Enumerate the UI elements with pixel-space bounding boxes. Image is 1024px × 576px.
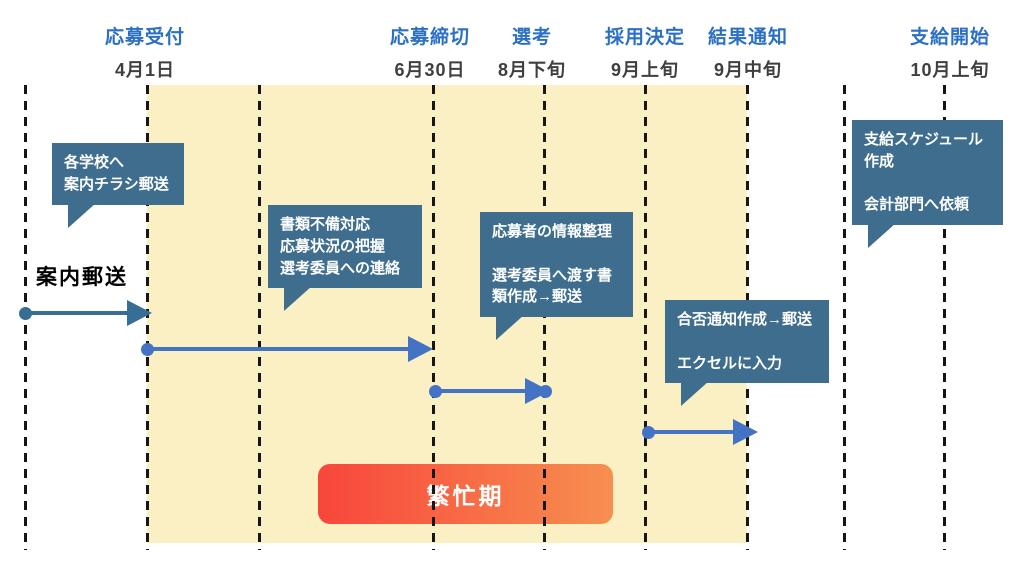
milestone-screening: 選考 8月下旬 <box>498 22 566 82</box>
arrow-head-icon <box>127 300 152 326</box>
busy-period-label: 繁忙期 <box>426 483 505 509</box>
milestone-date: 9月中旬 <box>713 60 783 80</box>
arrow-shaft <box>648 430 733 434</box>
timeline-line-late-sep <box>843 85 846 550</box>
callout-payment-schedule: 支給スケジュール 作成 会計部門へ依頼 <box>852 120 1003 248</box>
callout-applicant-info: 応募者の情報整理 選考委員へ渡す書 類作成→郵送 <box>480 212 633 340</box>
timeline-line-mid-spring <box>258 85 261 550</box>
arrow-shaft <box>435 389 525 393</box>
timeline-line-jun30 <box>432 85 435 550</box>
timeline-line-late-aug <box>543 85 546 550</box>
milestone-date: 6月30日 <box>394 60 466 80</box>
arrow-head-icon <box>408 336 433 362</box>
milestone-application-deadline: 応募締切 6月30日 <box>390 22 470 82</box>
milestone-date: 4月1日 <box>114 60 176 80</box>
callout-text: 合否通知作成→郵送 エクセルに入力 <box>677 311 813 372</box>
arrow-shaft <box>147 347 408 351</box>
milestone-label: 支給開始 <box>909 27 991 48</box>
milestone-payment-start: 支給開始 10月上旬 <box>910 22 990 82</box>
speech-tail-icon <box>68 202 96 228</box>
row-label-guide-mailing: 案内郵送 <box>36 266 128 289</box>
callout-application-handling: 書類不備対応 応募状況の把握 選考委員への連絡 <box>268 205 422 312</box>
milestone-hiring-decision: 採用決定 9月上旬 <box>605 22 685 82</box>
milestone-label: 応募締切 <box>389 27 471 48</box>
speech-tail-icon <box>496 315 524 340</box>
milestone-label: 応募受付 <box>104 27 186 48</box>
busy-period-badge: 繁忙期 <box>318 464 613 524</box>
milestone-application-open: 応募受付 4月1日 <box>105 22 185 82</box>
milestone-label: 結果通知 <box>707 27 789 48</box>
milestone-result-notice: 結果通知 9月中旬 <box>708 22 788 82</box>
speech-tail-icon <box>681 381 709 407</box>
timeline-line-early-sep <box>644 85 647 550</box>
speech-tail-icon <box>284 286 312 312</box>
timeline-line-early-oct <box>943 85 946 550</box>
speech-tail-icon <box>868 223 896 248</box>
arrow-shaft <box>25 311 127 315</box>
callout-flyer-mailing: 各学校へ 案内チラシ郵送 <box>52 143 184 228</box>
arrow-end-dot <box>539 385 552 398</box>
milestone-label: 採用決定 <box>604 27 686 48</box>
arrow-head-icon <box>733 419 758 445</box>
callout-text: 各学校へ 案内チラシ郵送 <box>64 154 169 193</box>
milestone-date: 8月下旬 <box>497 60 567 80</box>
milestone-date: 10月上旬 <box>910 60 990 80</box>
callout-text: 書類不備対応 応募状況の把握 選考委員への連絡 <box>280 216 401 277</box>
milestone-label: 選考 <box>511 27 553 48</box>
milestone-date: 9月上旬 <box>610 60 680 80</box>
callout-result-mailing: 合否通知作成→郵送 エクセルに入力 <box>665 300 829 407</box>
callout-text: 応募者の情報整理 選考委員へ渡す書 類作成→郵送 <box>492 223 613 306</box>
callout-text: 支給スケジュール 作成 会計部門へ依頼 <box>864 131 983 214</box>
